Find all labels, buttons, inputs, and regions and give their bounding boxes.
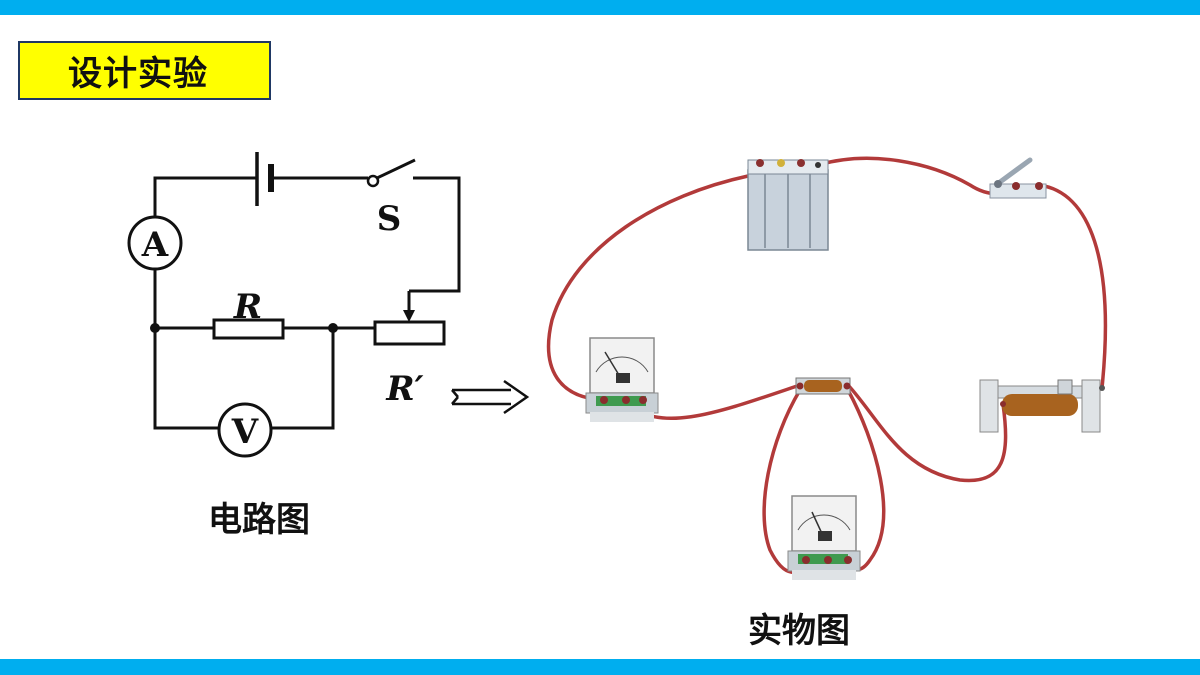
- circuit-diagram-caption: 电路图: [208, 500, 310, 540]
- ammeter-device: [585, 337, 659, 422]
- rheostat-symbol: [373, 320, 446, 346]
- battery-pack: [747, 159, 829, 251]
- wire-switch-rheostat-real: [1037, 183, 1108, 390]
- battery-symbol: [255, 152, 274, 206]
- switch-symbol: [366, 158, 416, 188]
- rheostat-label: R′: [385, 369, 423, 409]
- resistor-device: [795, 377, 851, 395]
- double-right-arrow-icon: [451, 379, 530, 415]
- rheostat-device: [979, 379, 1105, 433]
- wire-top-left: [153, 176, 257, 218]
- slider-arrow-icon: [403, 310, 415, 322]
- physical-diagram-caption: 实物图: [748, 611, 850, 651]
- voltmeter-symbol: [217, 402, 273, 458]
- knife-switch: [989, 157, 1047, 199]
- ammeter-symbol: [127, 215, 183, 271]
- wire-resistor-rheostat-real: [846, 383, 1008, 483]
- voltmeter-device: [787, 495, 861, 580]
- circuit-schematic: [127, 152, 461, 458]
- wire-switch-rheostat: [409, 176, 461, 293]
- top-accent-bar: [0, 0, 1200, 15]
- wire-voltmeter-left: [153, 328, 219, 430]
- bottom-accent-bar: [0, 659, 1200, 675]
- switch-label: S: [377, 199, 402, 239]
- resistor-label: R: [233, 287, 262, 327]
- slide-title: 设计实验: [18, 41, 271, 100]
- wire-voltmeter-right: [271, 328, 335, 430]
- wire-battery-switch-real: [816, 156, 1018, 196]
- ammeter-label: A: [141, 225, 169, 265]
- wire-battery-ammeter: [546, 174, 750, 402]
- voltmeter-label: V: [231, 412, 259, 452]
